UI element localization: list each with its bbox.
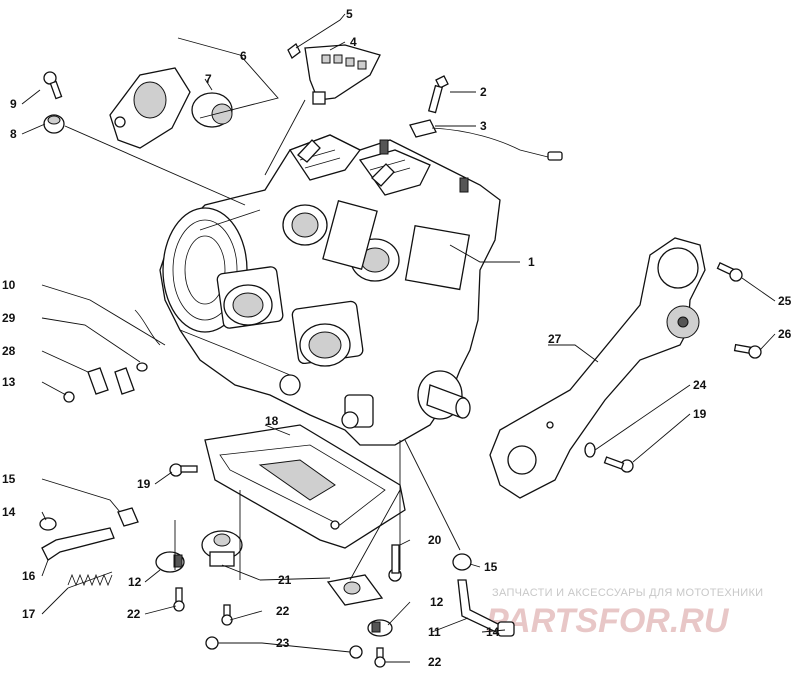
washer-part-24: [584, 442, 596, 458]
callout-21: 21: [278, 573, 292, 587]
leader-lines: [21, 13, 776, 663]
spring-part-17: [67, 571, 113, 589]
callout-3: 3: [480, 119, 487, 133]
callout-16: 16: [22, 569, 36, 583]
bolt-part-22-c: [374, 647, 386, 668]
callout-22-c: 22: [428, 655, 442, 669]
engine-mount-part-21-left: [201, 530, 243, 567]
washer-part-29: [136, 362, 148, 372]
callout-20: 20: [428, 533, 442, 547]
callout-19-right: 19: [693, 407, 707, 421]
bolt-part-2: [427, 75, 449, 114]
bolt-part-22-a: [173, 587, 185, 612]
callout-23: 23: [276, 636, 290, 650]
callout-numbers: 1 2 3 4 5 6 7 8 9 10 11 12 12 13 14 14 1…: [2, 7, 792, 669]
callout-28: 28: [2, 344, 16, 358]
callout-29: 29: [2, 311, 16, 325]
callout-4: 4: [350, 35, 357, 49]
callout-18: 18: [265, 414, 279, 428]
callout-7: 7: [205, 72, 212, 86]
callout-5: 5: [346, 7, 353, 21]
callout-9: 9: [10, 97, 17, 111]
sensor-part-3: [409, 119, 563, 161]
clamp-part-12-left: [155, 551, 185, 573]
hose-clamp-part-14-right: [497, 621, 515, 637]
nut-part-13: [63, 391, 75, 403]
callout-26: 26: [778, 327, 792, 341]
watermark-logo: PARTSFOR.RU: [486, 602, 730, 640]
intake-socket-left: [216, 266, 284, 329]
watermark: ЗАПЧАСТИ И АКСЕССУАРЫ ДЛЯ МОТОТЕХНИКИ PA…: [486, 587, 763, 640]
mount-bracket-part-6: [109, 67, 191, 149]
callout-22-b: 22: [276, 604, 290, 618]
bolt-part-26: [733, 343, 762, 359]
clip-part-10: [134, 309, 161, 346]
callout-12-right: 12: [430, 595, 444, 609]
cap-part-15-left: [117, 507, 139, 527]
callout-22-a: 22: [127, 607, 141, 621]
callout-1: 1: [528, 255, 535, 269]
callout-15-left: 15: [2, 472, 16, 486]
callout-10: 10: [2, 278, 16, 292]
crankshaft-output: [417, 370, 471, 420]
callout-19-left: 19: [137, 477, 151, 491]
callout-2: 2: [480, 85, 487, 99]
clamp-part-12-right: [367, 619, 393, 637]
bolt-part-20: [388, 544, 402, 582]
bolt-part-22-b: [221, 604, 233, 626]
bolt-part-19-left: [169, 463, 198, 477]
spacer-part-8: [43, 114, 65, 134]
tray-part-18: [204, 424, 406, 549]
damper-part-7: [191, 92, 233, 128]
callout-14-right: 14: [486, 625, 500, 639]
bolt-part-25: [716, 262, 743, 282]
watermark-tagline: ЗАПЧАСТИ И АКСЕССУАРЫ ДЛЯ МОТОТЕХНИКИ: [492, 587, 763, 599]
bolt-part-19-right: [603, 456, 634, 473]
cap-part-15-right: [452, 553, 472, 571]
clamp-part-28: [87, 367, 135, 395]
hose-part-16: [41, 527, 115, 561]
callout-24: 24: [693, 378, 707, 392]
intake-socket-right: [291, 300, 364, 367]
callout-17: 17: [22, 607, 36, 621]
torque-plate-part-27: [489, 237, 706, 499]
callout-8: 8: [10, 127, 17, 141]
engine-mount-part-21-right: [326, 574, 384, 606]
callout-11: 11: [428, 625, 441, 639]
callout-25: 25: [778, 294, 792, 308]
nut-part-23-left: [205, 636, 219, 650]
lift-handle-part-4: [304, 44, 381, 105]
callout-13: 13: [2, 375, 16, 389]
engine-assembly: [159, 134, 501, 446]
nut-part-23-right: [349, 645, 363, 659]
callout-15-right: 15: [484, 560, 498, 574]
hose-clamp-part-14-left: [39, 517, 57, 531]
callout-12-left: 12: [128, 575, 142, 589]
callout-14-left: 14: [2, 505, 16, 519]
callout-6: 6: [240, 49, 247, 63]
bolt-part-9: [43, 71, 63, 100]
callout-27: 27: [548, 332, 562, 346]
